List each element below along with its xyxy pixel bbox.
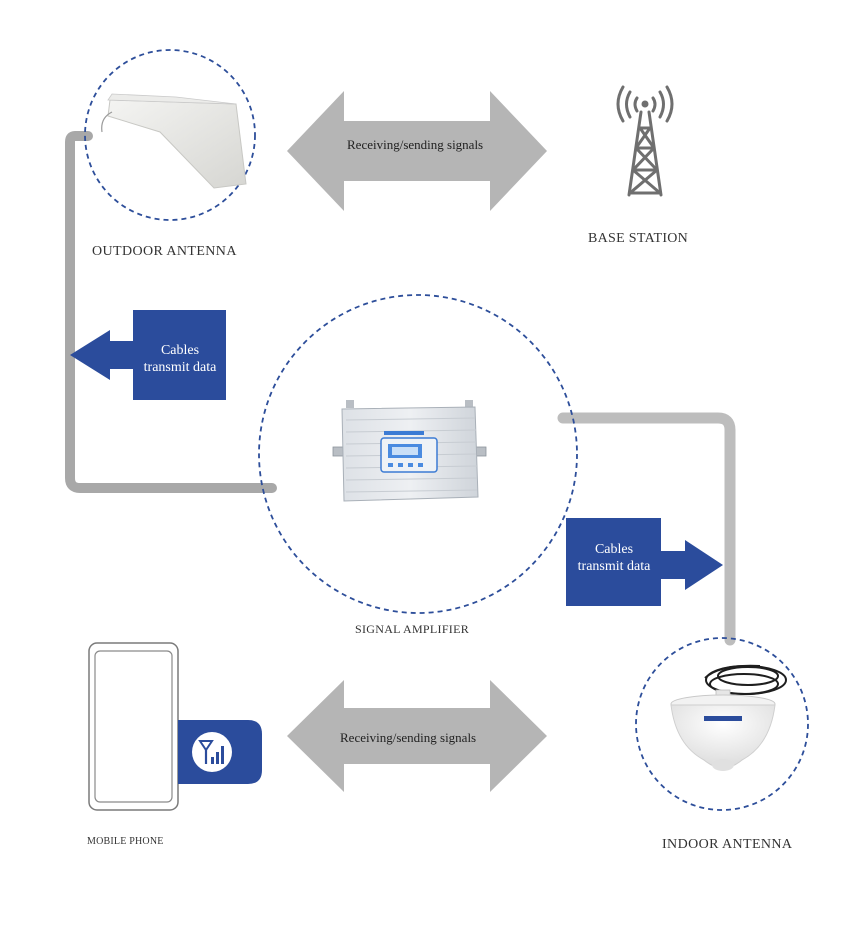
- signal-bars-icon: [198, 740, 224, 764]
- indoor-antenna-label: INDOOR ANTENNA: [662, 837, 793, 852]
- cable-data-label-upper: Cables transmit data: [135, 342, 225, 376]
- amplifier-circle: [258, 294, 578, 614]
- signal-amplifier-icon: [332, 400, 487, 502]
- cable-label-lower-line2: transmit data: [577, 559, 651, 574]
- cable-data-box-lower: [566, 518, 723, 606]
- indoor-antenna-circle: [635, 637, 809, 811]
- outdoor-antenna-circle: [84, 49, 256, 221]
- signal-amplifier-label: SIGNAL AMPLIFIER: [355, 622, 470, 636]
- cable-label-lower-line1: Cables: [594, 542, 634, 557]
- base-station-icon: [616, 85, 674, 197]
- outdoor-antenna-label: OUTDOOR ANTENNA: [92, 244, 237, 259]
- mobile-phone-label: MOBILE PHONE: [87, 836, 164, 847]
- base-station-label: BASE STATION: [588, 231, 689, 246]
- cable-data-label-lower: Cables transmit data: [568, 541, 660, 575]
- cable-amplifier-to-indoor: [557, 412, 736, 646]
- cable-lines: [65, 131, 736, 646]
- top-arrow-label: Receiving/sending signals: [347, 137, 484, 152]
- cable-outdoor-to-amplifier: [65, 131, 277, 493]
- bottom-arrow-label: Receiving/sending signals: [340, 730, 477, 745]
- bottom-double-arrow: [287, 680, 547, 792]
- dashed-circles: [84, 49, 809, 811]
- top-double-arrow: [287, 91, 547, 211]
- indoor-antenna-icon: [670, 664, 787, 771]
- cable-label-upper-line1: Cables: [160, 343, 200, 358]
- cable-data-box-upper: [70, 310, 226, 400]
- mobile-phone-icon: [88, 642, 262, 811]
- outdoor-antenna-icon: [101, 93, 247, 189]
- cable-label-upper-line2: transmit data: [143, 360, 217, 375]
